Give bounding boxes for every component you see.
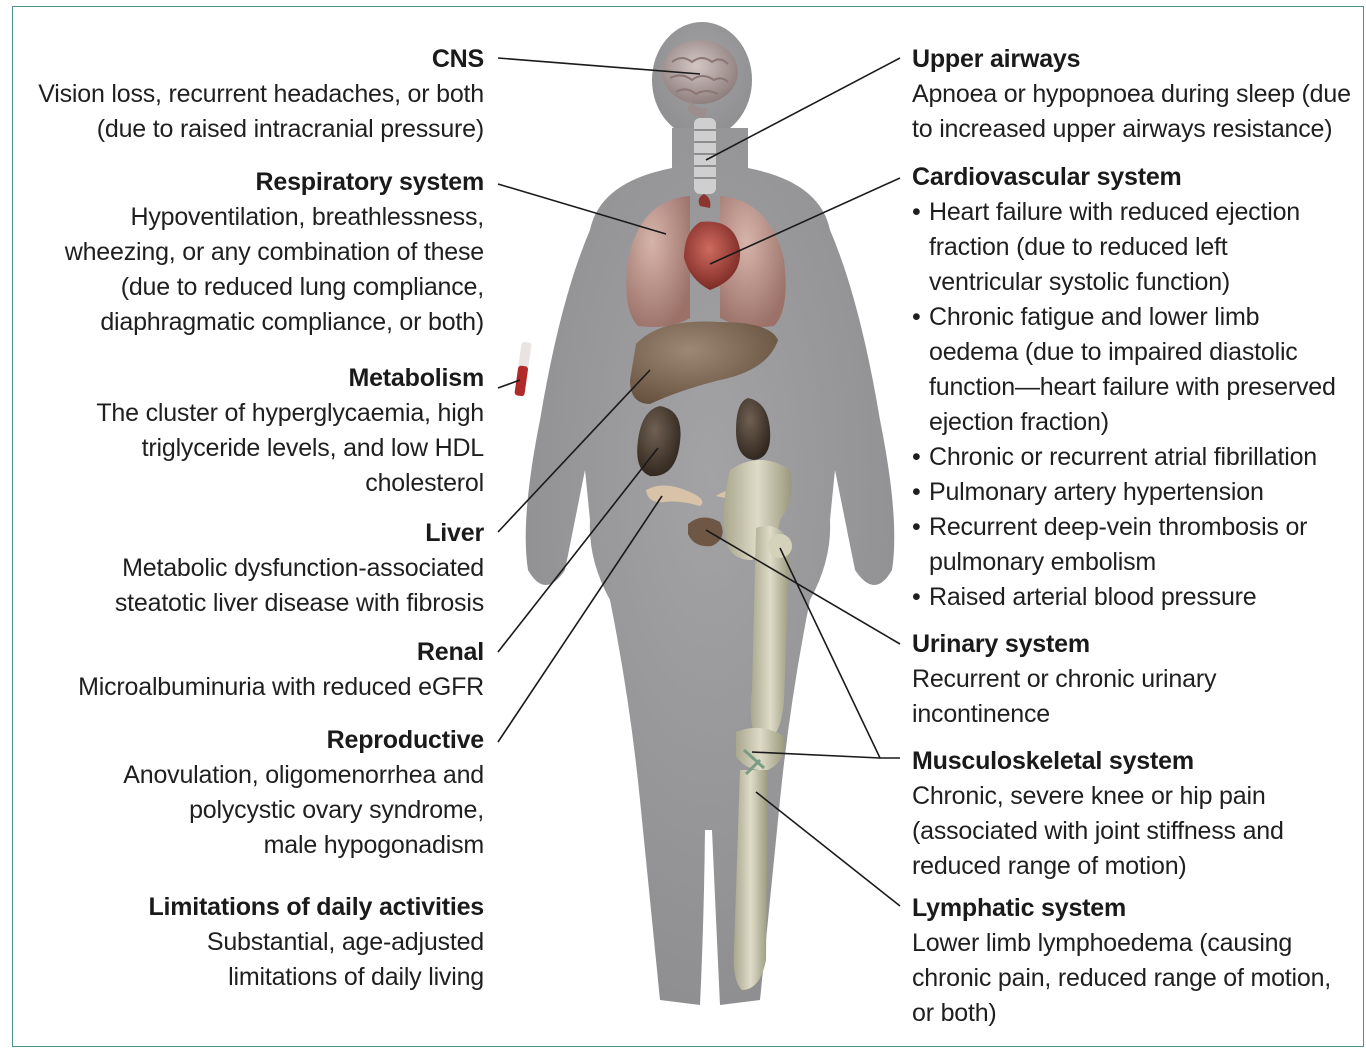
cardiovascular-item: • Raised arterial blood pressure — [912, 580, 1336, 615]
lymphatic-block: Lymphatic system Lower limb lymphoedema … — [912, 891, 1331, 1031]
metabolism-text: The cluster of hyperglycaemia, high trig… — [96, 396, 484, 501]
cardiovascular-heading: Cardiovascular system — [912, 160, 1336, 195]
respiratory-block: Respiratory system Hypoventilation, brea… — [65, 165, 484, 340]
urinary-block: Urinary system Recurrent or chronic urin… — [912, 627, 1216, 732]
cardiovascular-item: •Heart failure with reduced ejection fra… — [912, 195, 1336, 300]
cardiovascular-item: • Chronic or recurrent atrial fibrillatio… — [912, 440, 1336, 475]
liver-text: Metabolic dysfunction-associated steatot… — [115, 551, 484, 621]
musculoskeletal-heading: Musculoskeletal system — [912, 744, 1284, 779]
upper-airways-heading: Upper airways — [912, 42, 1351, 77]
daily-activities-block: Limitations of daily activities Substant… — [148, 890, 484, 995]
cardiovascular-item-text: Chronic fatigue and lower limb oedema (d… — [929, 303, 1336, 436]
cardiovascular-item-text: Pulmonary artery hypertension — [929, 478, 1264, 506]
cardiovascular-item-text: Recurrent deep-vein thrombosis or pulmon… — [929, 513, 1307, 576]
musculoskeletal-text: Chronic, severe knee or hip pain (associ… — [912, 779, 1284, 884]
reproductive-block: Reproductive Anovulation, oligomenorrhea… — [123, 723, 484, 863]
liver-heading: Liver — [115, 516, 484, 551]
metabolism-block: Metabolism The cluster of hyperglycaemia… — [96, 361, 484, 501]
liver-block: Liver Metabolic dysfunction-associated s… — [115, 516, 484, 621]
renal-heading: Renal — [78, 635, 484, 670]
upper-airways-text: Apnoea or hypopnoea during sleep (due to… — [912, 77, 1351, 147]
daily-activities-heading: Limitations of daily activities — [148, 890, 484, 925]
bullet-glyph: • — [912, 510, 921, 545]
cardiovascular-item-text: Chronic or recurrent atrial fibrillation — [929, 443, 1317, 471]
reproductive-heading: Reproductive — [123, 723, 484, 758]
cardiovascular-block: Cardiovascular system •Heart failure wit… — [912, 160, 1336, 615]
bullet-glyph: • — [912, 195, 921, 230]
upper-airways-block: Upper airways Apnoea or hypopnoea during… — [912, 42, 1351, 147]
renal-block: Renal Microalbuminuria with reduced eGFR — [78, 635, 484, 705]
urinary-text: Recurrent or chronic urinary incontinenc… — [912, 662, 1216, 732]
cns-block: CNS Vision loss, recurrent headaches, or… — [38, 42, 484, 147]
lymphatic-text: Lower limb lymphoedema (causing chronic … — [912, 926, 1331, 1031]
renal-text: Microalbuminuria with reduced eGFR — [78, 670, 484, 705]
cardiovascular-item-text: Raised arterial blood pressure — [929, 583, 1257, 611]
bullet-glyph: • — [912, 440, 921, 475]
cardiovascular-item: •Recurrent deep-vein thrombosis or pulmo… — [912, 510, 1336, 580]
bullet-glyph: • — [912, 475, 921, 510]
metabolism-heading: Metabolism — [96, 361, 484, 396]
lymphatic-heading: Lymphatic system — [912, 891, 1331, 926]
musculoskeletal-block: Musculoskeletal system Chronic, severe k… — [912, 744, 1284, 884]
cardiovascular-list: •Heart failure with reduced ejection fra… — [912, 195, 1336, 615]
respiratory-text: Hypoventilation, breathlessness, wheezin… — [65, 200, 484, 340]
reproductive-text: Anovulation, oligomenorrhea and polycyst… — [123, 758, 484, 863]
cardiovascular-item-text: Heart failure with reduced ejection frac… — [929, 198, 1300, 296]
blood-tube-icon — [514, 342, 531, 397]
cardiovascular-item: •Chronic fatigue and lower limb oedema (… — [912, 300, 1336, 440]
bullet-glyph: • — [912, 580, 921, 615]
cns-heading: CNS — [38, 42, 484, 77]
cns-text: Vision loss, recurrent headaches, or bot… — [38, 77, 484, 147]
urinary-heading: Urinary system — [912, 627, 1216, 662]
bullet-glyph: • — [912, 300, 921, 335]
daily-activities-text: Substantial, age-adjusted limitations of… — [148, 925, 484, 995]
cardiovascular-item: • Pulmonary artery hypertension — [912, 475, 1336, 510]
leader-line-lymphatic — [756, 792, 900, 906]
respiratory-heading: Respiratory system — [65, 165, 484, 200]
